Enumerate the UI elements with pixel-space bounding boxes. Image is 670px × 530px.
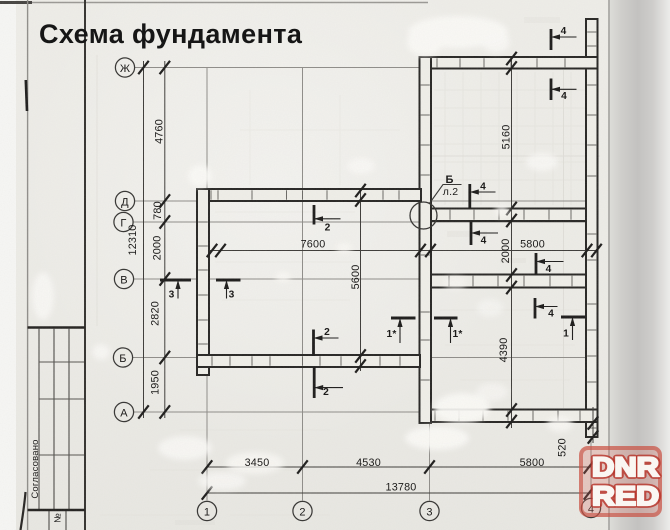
watermark-letters: DNR DNR RED RED <box>589 452 662 514</box>
section-label-4: 4 <box>561 26 567 37</box>
detail-ref: Б <box>445 174 453 186</box>
axis-letter-Г: Г <box>120 217 126 229</box>
dim-12310: 12310 <box>127 224 139 255</box>
watermark-line2-rim: RED <box>592 481 659 511</box>
page-edge-shadow <box>608 0 670 530</box>
axis-bubble-В <box>113 268 135 290</box>
dim-1950: 1950 <box>149 370 161 395</box>
dim-520: 520 <box>556 438 568 457</box>
section-label-2: 2 <box>325 223 331 234</box>
section-label-4: 4 <box>546 264 552 275</box>
section-label-4: 4 <box>548 309 554 320</box>
axis-bubble-1 <box>196 500 218 522</box>
axis-letter-Ж: Ж <box>120 63 130 75</box>
dnr-red-watermark: DNR DNR RED RED <box>579 446 662 517</box>
detail-sheet: л.2 <box>443 186 458 198</box>
drawing-labels: Ж ДГ В Б А 1 2 3 4 4760 780 2000 2820 1950 12310 7600 56… <box>30 26 594 523</box>
axis-bubble-3 <box>419 500 440 522</box>
section-label-4: 4 <box>561 91 567 102</box>
watermark-line2: RED <box>592 481 659 511</box>
section-label-2: 2 <box>324 327 330 338</box>
number-label: № <box>52 513 62 523</box>
drawing-title: Схема фундамента <box>39 19 303 49</box>
axis-letter-В: В <box>120 274 128 286</box>
dim-5160: 5160 <box>500 125 512 150</box>
dim-780: 780 <box>152 201 164 220</box>
axis-bubble-Г <box>113 211 134 233</box>
dim-4530: 4530 <box>356 457 381 469</box>
approved-label: Согласовано <box>30 439 41 498</box>
dim-7600: 7600 <box>301 238 326 250</box>
axis-bubbles <box>112 57 602 522</box>
dim-13780: 13780 <box>385 481 416 493</box>
axis-letter-2: 2 <box>299 506 305 518</box>
axis-letter-А: А <box>120 407 128 419</box>
axis-letter-Д: Д <box>121 196 129 208</box>
axis-bubble-Б <box>112 347 134 368</box>
section-label-4: 4 <box>481 236 487 247</box>
dim-5600: 5600 <box>350 265 362 290</box>
watermark-line1: DNR <box>592 452 659 482</box>
axis-bubble-2 <box>292 500 313 522</box>
section-label-4: 4 <box>480 182 486 193</box>
axis-letter-1: 1 <box>204 506 210 518</box>
dim-2820: 2820 <box>149 301 161 326</box>
dim-2000: 2000 <box>500 239 512 264</box>
axis-bubble-Ж <box>114 57 136 78</box>
section-label-2: 2 <box>323 387 329 398</box>
axis-letter-Б: Б <box>119 353 126 365</box>
axis-letter-3: 3 <box>426 506 432 518</box>
watermark-line1-rim: DNR <box>592 452 659 482</box>
axis-letter-4: 4 <box>588 503 594 515</box>
paper-grain <box>0 0 608 530</box>
section-label-3: 3 <box>169 290 175 301</box>
axis-bubble-Д <box>114 190 136 212</box>
section-label-1: 1 <box>563 329 569 340</box>
dim-4760: 4760 <box>153 119 165 144</box>
section-label-3: 3 <box>229 290 235 301</box>
dim-4390: 4390 <box>498 338 510 363</box>
dim-2000: 2000 <box>151 236 163 261</box>
dim-5800: 5800 <box>520 457 545 469</box>
dim-5800: 5800 <box>520 238 545 250</box>
section-label-1*: 1* <box>386 329 396 340</box>
dim-3450: 3450 <box>245 457 270 469</box>
axis-bubble-А <box>113 401 135 423</box>
section-label-1*: 1* <box>452 329 462 340</box>
